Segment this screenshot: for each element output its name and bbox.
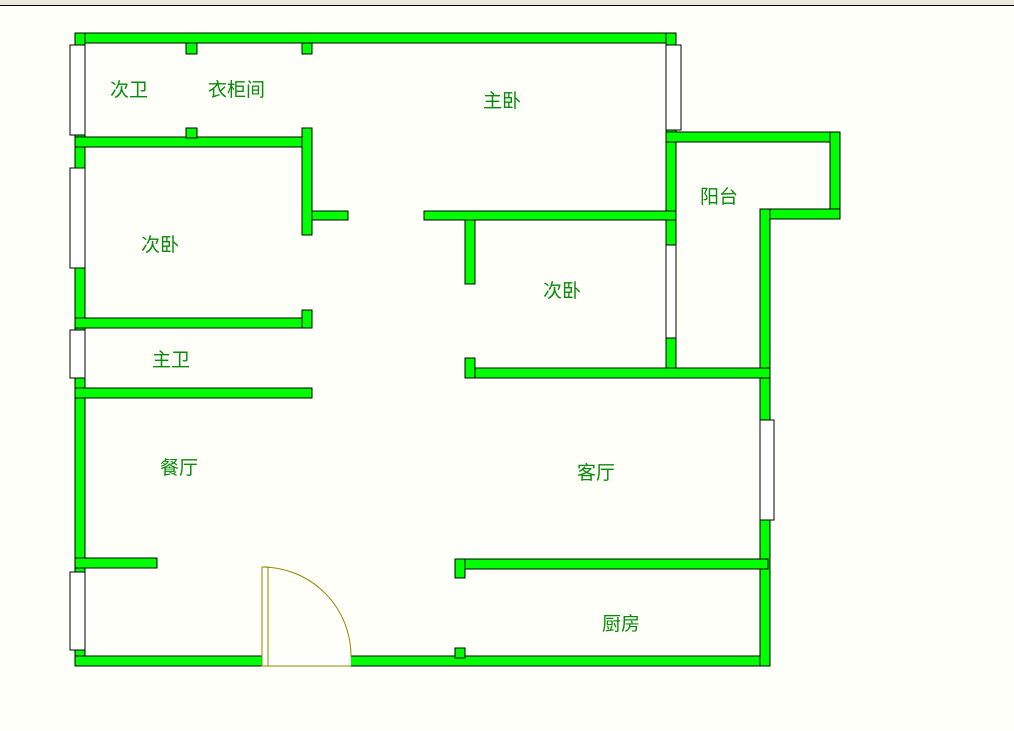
wall bbox=[464, 357, 476, 379]
wall bbox=[665, 131, 841, 143]
wall bbox=[454, 558, 769, 570]
wall bbox=[454, 558, 466, 579]
wall bbox=[759, 208, 841, 220]
window bbox=[69, 329, 86, 379]
label-dining-room: 餐厅 bbox=[160, 457, 198, 479]
wall bbox=[74, 387, 313, 399]
window bbox=[759, 419, 775, 521]
label-living-room: 客厅 bbox=[577, 462, 615, 484]
toolbar-strip bbox=[0, 0, 1014, 6]
wall bbox=[185, 42, 198, 55]
wall bbox=[464, 219, 476, 285]
wall bbox=[311, 210, 349, 221]
wall bbox=[423, 210, 677, 221]
label-second-bedroom-left: 次卧 bbox=[141, 234, 179, 256]
wall bbox=[454, 647, 466, 659]
wall bbox=[829, 131, 841, 220]
entry-door bbox=[261, 566, 352, 667]
wall bbox=[301, 127, 313, 236]
window bbox=[665, 44, 682, 131]
wall bbox=[74, 317, 313, 329]
label-master-bedroom: 主卧 bbox=[483, 90, 521, 112]
wall bbox=[301, 42, 313, 55]
wall bbox=[185, 127, 198, 139]
room-labels: 次卫 衣柜间 主卧 次卧 阳台 次卧 主卫 餐厅 客厅 厨房 bbox=[110, 79, 738, 635]
label-second-bedroom-right: 次卧 bbox=[543, 280, 581, 302]
wall bbox=[74, 655, 769, 667]
label-second-bath: 次卫 bbox=[110, 79, 148, 101]
label-walk-in-closet: 衣柜间 bbox=[208, 79, 265, 101]
door-gap bbox=[262, 655, 351, 667]
wall bbox=[301, 309, 313, 329]
label-kitchen: 厨房 bbox=[602, 613, 640, 635]
wall bbox=[464, 367, 771, 379]
door-swing-arc bbox=[261, 566, 352, 657]
window bbox=[69, 571, 86, 651]
window bbox=[69, 167, 86, 269]
label-master-bath: 主卫 bbox=[152, 349, 190, 371]
wall bbox=[74, 32, 677, 44]
windows bbox=[69, 44, 775, 667]
window bbox=[69, 44, 86, 136]
wall bbox=[74, 557, 158, 569]
door-leaf bbox=[261, 566, 269, 667]
label-balcony: 阳台 bbox=[700, 186, 738, 208]
window bbox=[665, 244, 677, 339]
